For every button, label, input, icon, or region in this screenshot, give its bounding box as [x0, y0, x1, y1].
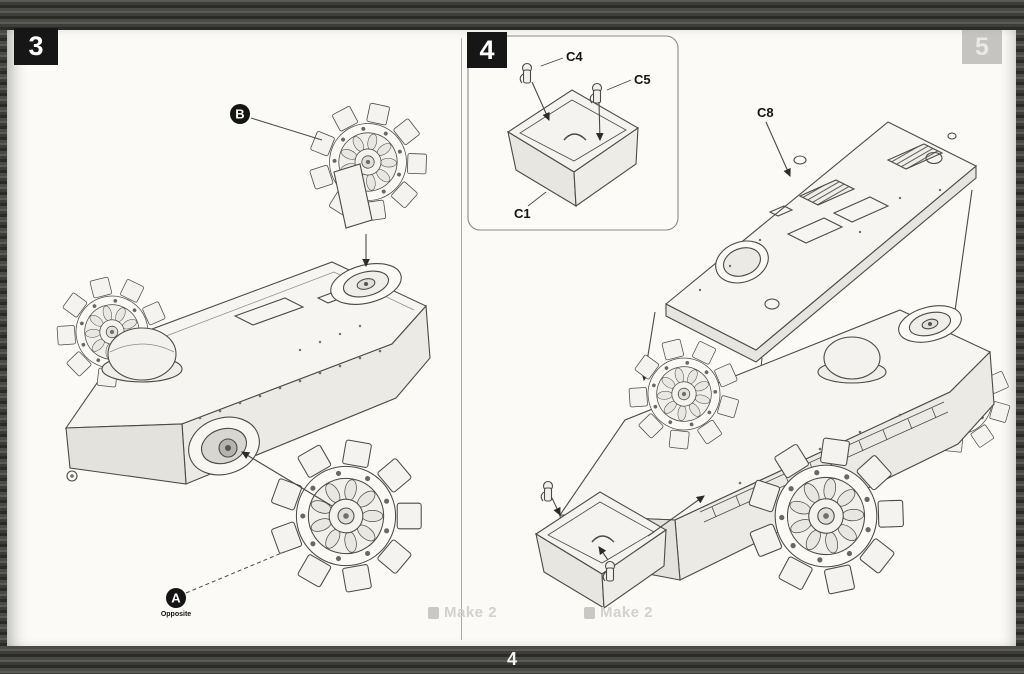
arrow-bucket-to-hull — [647, 495, 705, 537]
deck-hatch-2 — [832, 196, 890, 223]
part-label-c8: C8 — [757, 105, 774, 120]
callout-b-label: B — [235, 107, 244, 122]
arrow-c4 — [531, 81, 550, 122]
watermark-make2-second: Make 2 — [584, 604, 653, 621]
arrow-a-to-arch — [241, 451, 333, 507]
deck-plate — [665, 121, 977, 363]
step4-drawing: C4 C5 C1 — [467, 35, 1016, 609]
wheel-b-bracket — [333, 163, 373, 229]
wheel-a — [257, 428, 435, 604]
step3-chassis — [64, 261, 431, 485]
watermark-icon — [428, 606, 439, 619]
step3-drawing: B A Opposite — [44, 92, 439, 618]
step3-number: 3 — [28, 31, 44, 61]
clamp-lower-1 — [540, 480, 554, 502]
callout-a: A Opposite — [161, 551, 285, 618]
deck-grille-1 — [798, 179, 856, 206]
step-divider — [461, 38, 462, 640]
page-number: 4 — [506, 649, 517, 669]
step4-number: 4 — [479, 34, 495, 65]
part-label-c1: C1 — [514, 206, 531, 221]
next-page-step-number: 5 — [975, 32, 989, 61]
watermark-text: Make 2 — [444, 604, 498, 621]
arrow-c8 — [765, 121, 791, 178]
arrow-c5 — [595, 101, 604, 142]
next-page-step-ghost: 5 — [962, 30, 1002, 64]
part-label-c5: C5 — [634, 72, 651, 87]
watermark-icon — [584, 606, 595, 619]
callout-b: B — [230, 104, 323, 141]
callout-a-label: A — [171, 591, 181, 606]
watermark-make2-first: Make 2 — [428, 604, 497, 621]
rivets — [198, 324, 382, 420]
deck-grille-2 — [886, 143, 944, 170]
instruction-page: B A Opposite — [7, 28, 1016, 646]
step4-badge: 4 — [467, 32, 507, 68]
part-label-c4: C4 — [566, 49, 583, 64]
watermark-text: Make 2 — [600, 604, 654, 621]
deck-hatch-1 — [786, 217, 844, 244]
callout-a-note: Opposite — [161, 611, 191, 618]
step3-badge: 3 — [14, 28, 58, 65]
hull-dome — [101, 327, 183, 383]
assembly-diagrams: B A Opposite — [44, 35, 1016, 618]
